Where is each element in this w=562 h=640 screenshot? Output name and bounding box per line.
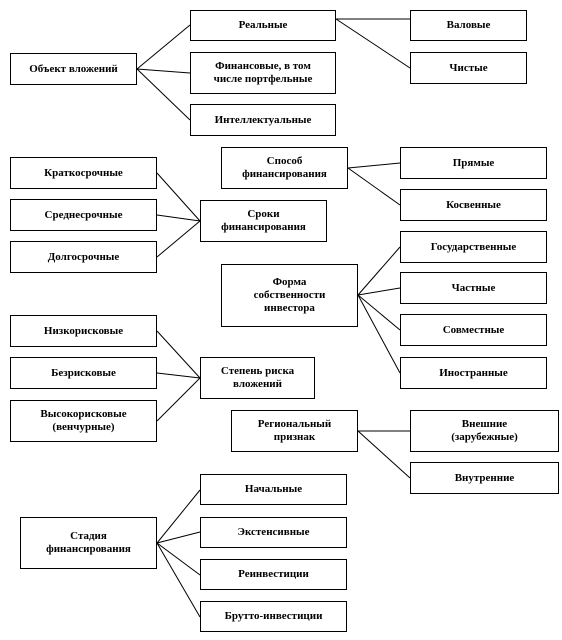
connector-stage-extensive bbox=[156, 531, 201, 544]
node-object: Объект вложений bbox=[10, 53, 137, 85]
connector-own-state bbox=[357, 246, 401, 296]
connector-stage-initial bbox=[156, 489, 201, 544]
node-riskless: Безрисковые bbox=[10, 357, 157, 389]
node-private: Частные bbox=[400, 272, 547, 304]
node-gross-invest: Брутто-инвестиции bbox=[200, 601, 347, 632]
node-long-term: Долгосрочные bbox=[10, 241, 157, 273]
connector-reg-internal bbox=[357, 430, 411, 479]
connector-riskless-risk bbox=[156, 372, 201, 379]
node-financial: Финансовые, в том числе портфельные bbox=[190, 52, 336, 94]
node-indirect: Косвенные bbox=[400, 189, 547, 221]
connector-stage-reinvest bbox=[156, 542, 201, 576]
connector-object-financial bbox=[136, 68, 191, 74]
node-intellectual: Интеллектуальные bbox=[190, 104, 336, 136]
connector-short-terms bbox=[156, 172, 201, 222]
connector-object-intellectual bbox=[136, 68, 191, 121]
node-direct: Прямые bbox=[400, 147, 547, 179]
connector-method-indirect bbox=[347, 167, 401, 206]
node-short-term: Краткосрочные bbox=[10, 157, 157, 189]
node-stage: Стадия финансирования bbox=[20, 517, 157, 569]
node-terms: Сроки финансирования bbox=[200, 200, 327, 242]
connector-object-real bbox=[136, 24, 191, 70]
connector-own-foreign bbox=[357, 294, 401, 374]
node-internal: Внутренние bbox=[410, 462, 559, 494]
node-mid-term: Среднесрочные bbox=[10, 199, 157, 231]
connector-long-terms bbox=[156, 220, 201, 258]
node-reinvest: Реинвестиции bbox=[200, 559, 347, 590]
node-gross: Валовые bbox=[410, 10, 527, 41]
node-high-risk: Высокорисковые (венчурные) bbox=[10, 400, 157, 442]
node-joint: Совместные bbox=[400, 314, 547, 346]
connector-mid-terms bbox=[156, 214, 201, 222]
connector-own-private bbox=[357, 287, 401, 296]
node-risk: Степень риска вложений bbox=[200, 357, 315, 399]
node-initial: Начальные bbox=[200, 474, 347, 505]
node-net: Чистые bbox=[410, 52, 527, 84]
connector-high-risk bbox=[156, 377, 201, 422]
node-external: Внешние (зарубежные) bbox=[410, 410, 559, 452]
node-low-risk: Низкорисковые bbox=[10, 315, 157, 347]
connector-real-net bbox=[335, 18, 411, 69]
node-ownership: Форма собственности инвестора bbox=[221, 264, 358, 327]
node-foreign: Иностранные bbox=[400, 357, 547, 389]
connector-stage-gross bbox=[156, 542, 201, 618]
node-extensive: Экстенсивные bbox=[200, 517, 347, 548]
node-real: Реальные bbox=[190, 10, 336, 41]
node-state: Государственные bbox=[400, 231, 547, 263]
connector-own-joint bbox=[357, 294, 401, 331]
connector-low-risk bbox=[156, 330, 201, 379]
connector-method-direct bbox=[347, 162, 401, 169]
node-regional: Региональный признак bbox=[231, 410, 358, 452]
node-method: Способ финансирования bbox=[221, 147, 348, 189]
